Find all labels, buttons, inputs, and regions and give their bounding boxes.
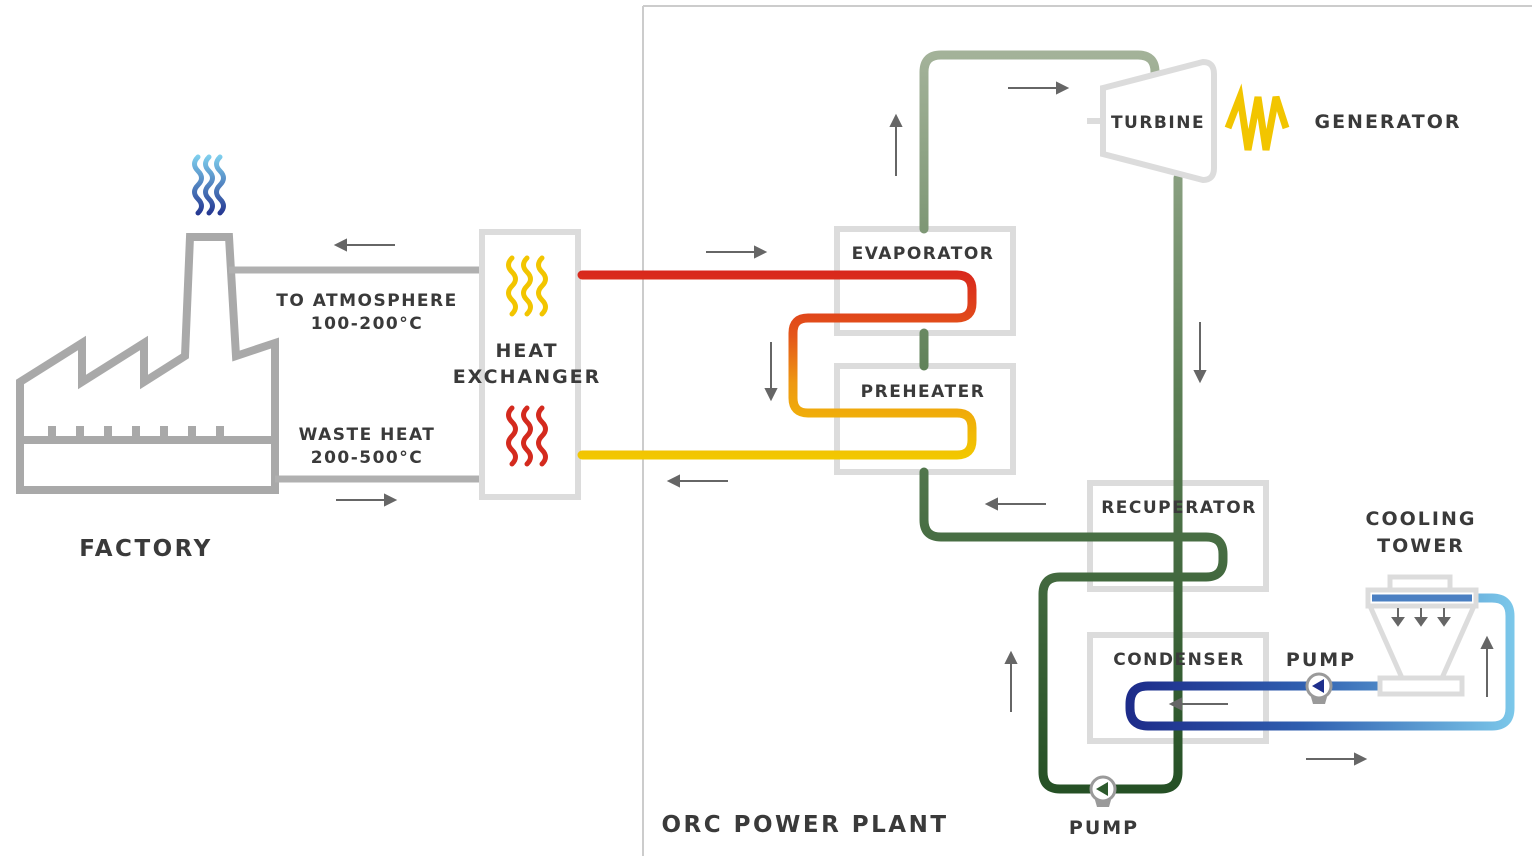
orc-loop — [919, 50, 1228, 794]
arrow-left-icon — [666, 474, 728, 488]
cooling-loop — [1125, 593, 1515, 731]
heat-carrier-loop — [577, 270, 977, 460]
factory-label: FACTORY — [79, 536, 213, 562]
cooling-spray-icon — [1391, 608, 1451, 627]
arrow-left-icon — [984, 497, 1046, 511]
waste-heat-icon — [506, 405, 548, 467]
labels: FACTORY TO ATMOSPHERE 100-200°C WASTE HE… — [79, 111, 1477, 839]
smoke-icon — [192, 154, 226, 216]
condenser-label: CONDENSER — [1113, 650, 1245, 670]
heat-exchanger — [479, 229, 581, 500]
arrow-right-icon — [706, 245, 768, 259]
arrow-up-icon — [889, 113, 903, 176]
orc-plant-boundary — [642, 5, 1532, 856]
gas-ducts — [229, 266, 482, 483]
arrow-down-icon — [1193, 322, 1207, 384]
evaporator-label: EVAPORATOR — [852, 244, 995, 264]
arrow-up-icon — [1480, 635, 1494, 697]
exhaust-label-line2: 100-200°C — [311, 314, 424, 334]
turbine-label: TURBINE — [1111, 113, 1205, 133]
arrow-right-icon — [1306, 752, 1368, 766]
arrow-right-icon — [336, 493, 398, 507]
arrow-left-icon — [333, 238, 395, 252]
pump-main-icon — [1089, 775, 1117, 807]
recuperator-label: RECUPERATOR — [1101, 498, 1257, 518]
arrow-left-icon — [1168, 697, 1228, 711]
pump-cooling-label: PUMP — [1286, 649, 1356, 671]
pump-cooling-icon — [1305, 672, 1333, 704]
exhaust-label-line1: TO ATMOSPHERE — [276, 291, 458, 311]
generator-label: GENERATOR — [1314, 111, 1461, 133]
generator-icon — [1224, 83, 1290, 151]
exhaust-heat-icon — [506, 255, 548, 317]
flow-arrows — [333, 81, 1494, 766]
arrow-right-icon — [1008, 81, 1070, 95]
cooling-tower-label-line1: COOLING — [1366, 508, 1477, 530]
cooling-tower-label-line2: TOWER — [1377, 535, 1465, 557]
plant-label: ORC POWER PLANT — [661, 812, 948, 838]
turbine — [1087, 58, 1217, 184]
waste-heat-label-line2: 200-500°C — [311, 448, 424, 468]
arrow-up-icon — [1004, 650, 1018, 712]
factory-building — [16, 233, 279, 494]
preheater-label: PREHEATER — [861, 382, 986, 402]
arrow-down-icon — [764, 342, 778, 402]
heat-exchanger-label-line1: HEAT — [495, 340, 558, 362]
cooling-tower — [1365, 574, 1479, 697]
pump-main-label: PUMP — [1069, 817, 1139, 839]
heat-exchanger-label-line2: EXCHANGER — [453, 366, 602, 388]
waste-heat-label-line1: WASTE HEAT — [299, 425, 436, 445]
